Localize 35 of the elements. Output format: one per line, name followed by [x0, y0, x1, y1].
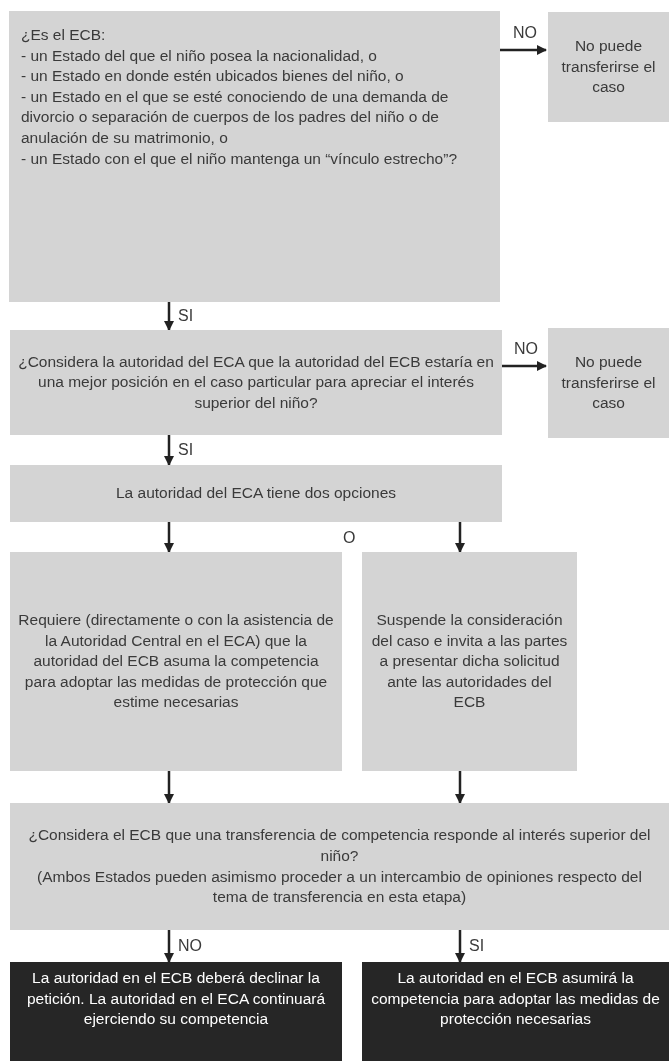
arrow: [455, 930, 465, 963]
arrow: [164, 522, 174, 553]
box-text: (Ambos Estados pueden asimismo proceder a un intercambio de opiniones respecto del tema de transferencia en esta etapa): [36, 866, 643, 908]
arrow: [500, 45, 547, 55]
process-box: [10, 330, 502, 435]
process-box: [10, 465, 502, 522]
box-text: - un Estado del que el niño posea la nacionalidad, o: [21, 45, 378, 66]
box-text: No puede transferirse el caso: [560, 36, 657, 98]
arrow: [502, 361, 547, 371]
box-text: - un Estado en el que se esté conociendo de una demanda de divorcio o separación de cuerpos de los padres del niño o de anulación de su matrimonio, o: [21, 86, 450, 149]
box-text: La autoridad del ECA tiene dos opciones: [114, 483, 398, 504]
box-text: Suspende la consideración del caso e invita a las partes a presentar dicha solicitud ante las autoridades del ECB: [370, 609, 569, 713]
outcome-box: [10, 962, 342, 1061]
box-text: ¿Considera la autoridad del ECA que la autoridad del ECB estaría en una mejor posición en el caso particular para apreciar el interés superior del niño?: [18, 351, 494, 413]
box-text: La autoridad en el ECB asumirá la competencia para adoptar las medidas de protección necesarias: [370, 968, 661, 1030]
box-text: ¿Considera el ECB que una transferencia de competencia responde al interés superior del niño?: [27, 825, 652, 866]
box-text: Requiere (directamente o con la asistencia de la Autoridad Central en el ECA) que la autoridad del ECB asuma la competencia para adoptar las medidas de protección que estime necesarias: [18, 609, 334, 713]
box-text: - un Estado en donde estén ubicados bienes del niño, o: [21, 66, 405, 87]
box-text: La autoridad en el ECB deberá declinar la petición. La autoridad en el ECA continuará ejerciendo su competencia: [25, 968, 327, 1030]
process-box: [10, 552, 342, 771]
process-box: [362, 552, 577, 771]
box-text: ¿Es el ECB:: [21, 25, 107, 45]
arrow: [455, 771, 465, 804]
box-text: No puede transferirse el caso: [560, 352, 657, 414]
outcome-box: [362, 962, 669, 1061]
arrow: [164, 435, 174, 466]
arrow: [164, 771, 174, 804]
arrow: [164, 930, 174, 963]
arrow: [455, 522, 465, 553]
process-box: [548, 328, 669, 438]
process-box: [548, 12, 669, 122]
box-text: - un Estado con el que el niño mantenga un “vínculo estrecho”?: [21, 148, 458, 169]
process-box: [10, 803, 669, 930]
question-box: [9, 11, 500, 302]
arrow: [164, 302, 174, 331]
